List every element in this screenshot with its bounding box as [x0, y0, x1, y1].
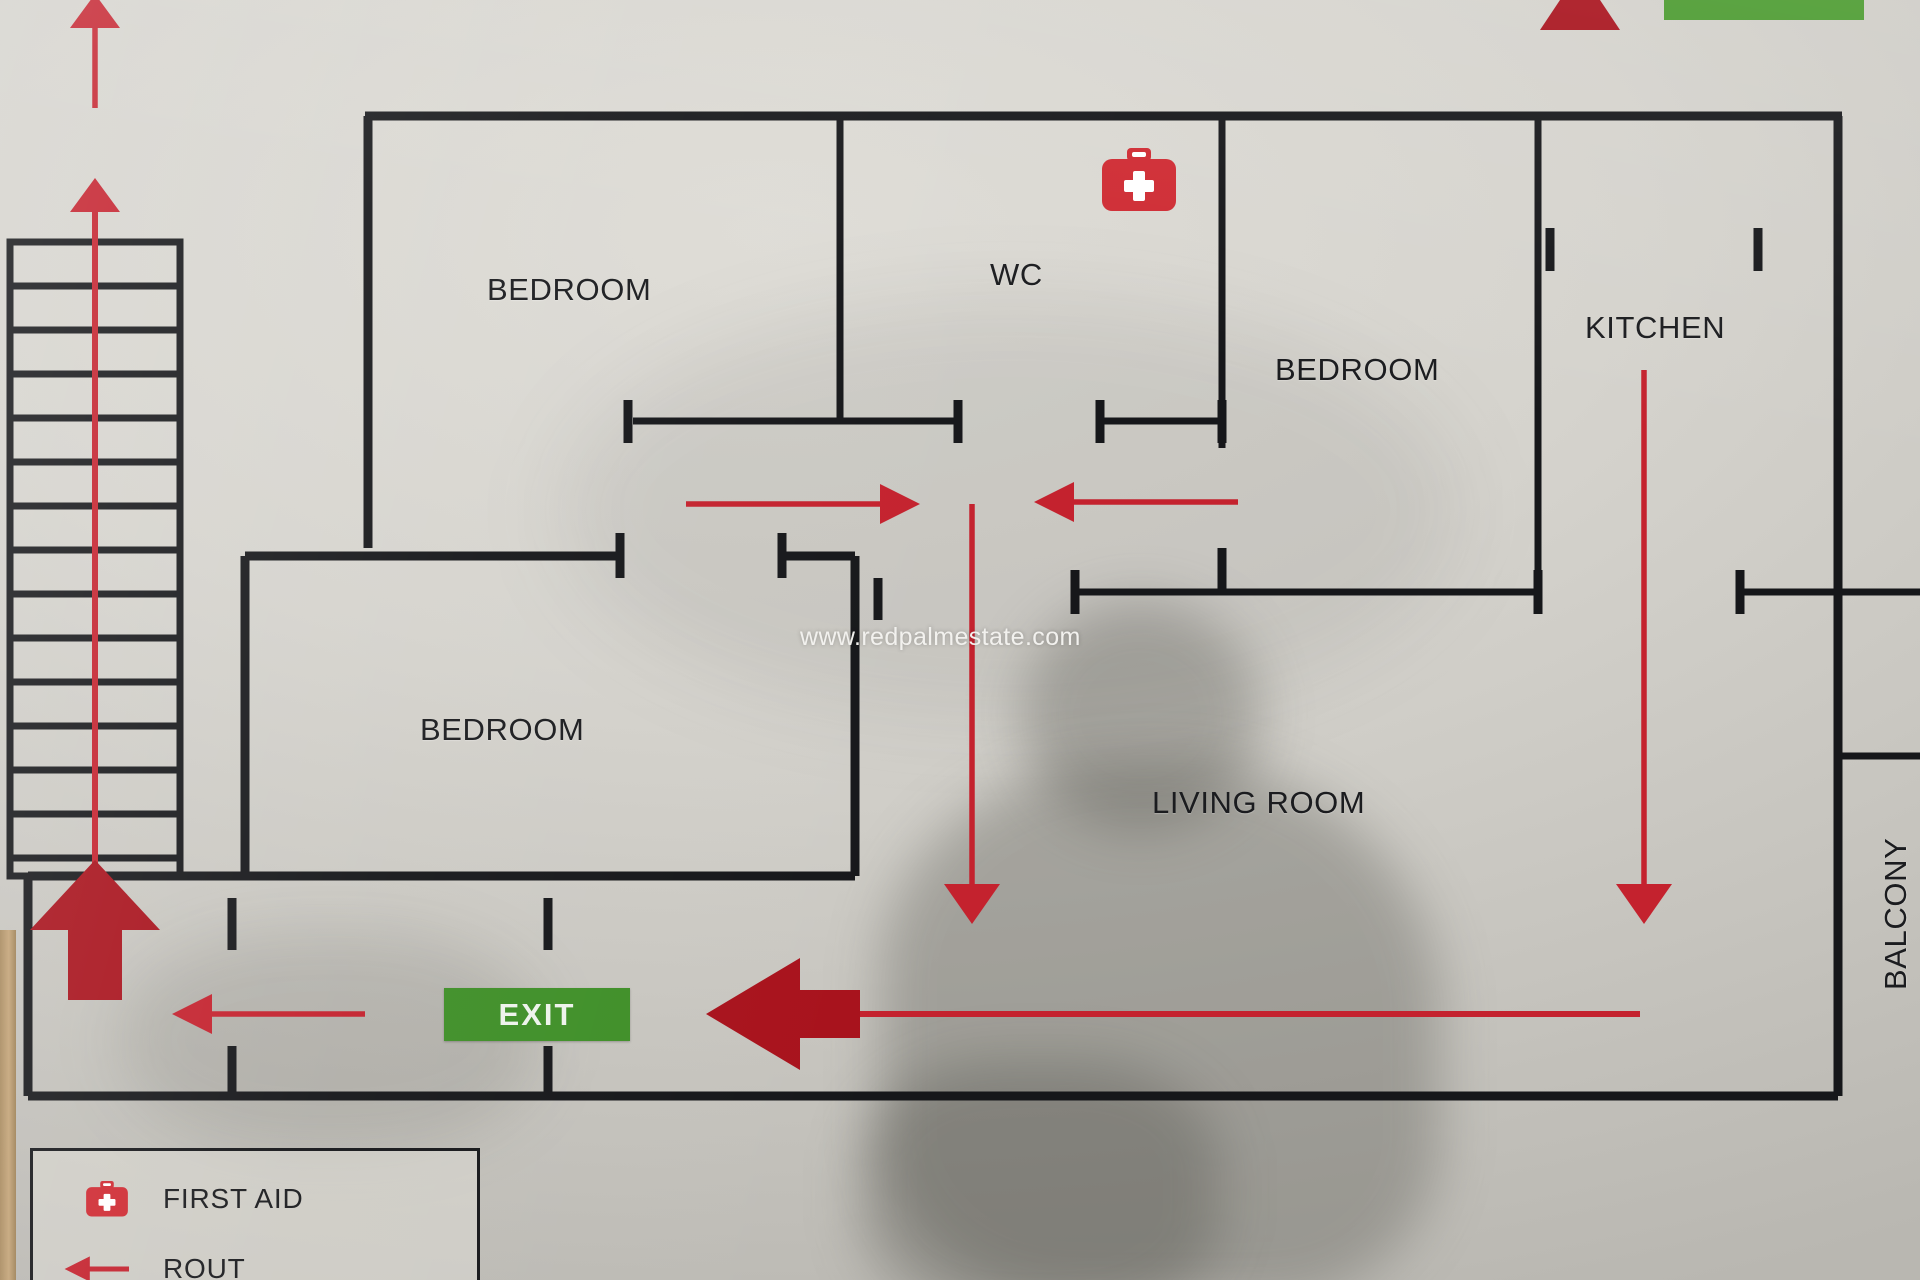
route-arrow-right: [880, 484, 920, 524]
room-label-balcony: BALCONY: [1878, 837, 1913, 990]
room-label-bedroom-top-right: BEDROOM: [1275, 352, 1440, 387]
left-arrow-icon: [64, 1247, 129, 1280]
legend-item-first-aid: FIRST AID: [85, 1177, 304, 1221]
route-arrow-down-kitchen: [1616, 884, 1672, 924]
route-arrow-left-end: [172, 994, 212, 1034]
legend-item-route: ROUT: [64, 1247, 246, 1280]
route-arrow-left-thick: [706, 958, 860, 1070]
route-arrow-cropped-topright: [1540, 0, 1620, 30]
first-aid-kit-icon: [85, 1177, 129, 1221]
legend-label-first-aid: FIRST AID: [163, 1183, 304, 1214]
route-arrow-up-thick: [30, 860, 160, 1000]
route-arrow-left-upper: [1034, 482, 1074, 522]
route-arrow-down-center: [944, 884, 1000, 924]
apartment-walls: [23, 111, 1920, 1101]
door-openings: [227, 228, 1763, 1096]
exit-sign-cropped-topright: [1664, 0, 1864, 20]
room-label-living-room: LIVING ROOM: [1152, 785, 1366, 820]
room-label-kitchen: KITCHEN: [1585, 310, 1726, 345]
legend-box: FIRST AID ROUT: [30, 1148, 480, 1280]
route-arrow-up-mid: [70, 178, 120, 212]
room-label-bedroom-top-left: BEDROOM: [487, 272, 652, 307]
exit-sign-label: EXIT: [498, 996, 576, 1032]
watermark-text: www.redpalmestate.com: [800, 623, 1081, 651]
route-arrow-up-top: [70, 0, 120, 28]
room-label-bedroom-bottom: BEDROOM: [420, 712, 585, 747]
wooden-wall-edge: [0, 930, 16, 1280]
exit-sign: EXIT: [444, 988, 630, 1041]
room-label-wc: WC: [990, 257, 1043, 292]
legend-label-route: ROUT: [163, 1253, 246, 1280]
first-aid-kit-icon: [1100, 148, 1178, 212]
evacuation-route: [30, 0, 1672, 1070]
